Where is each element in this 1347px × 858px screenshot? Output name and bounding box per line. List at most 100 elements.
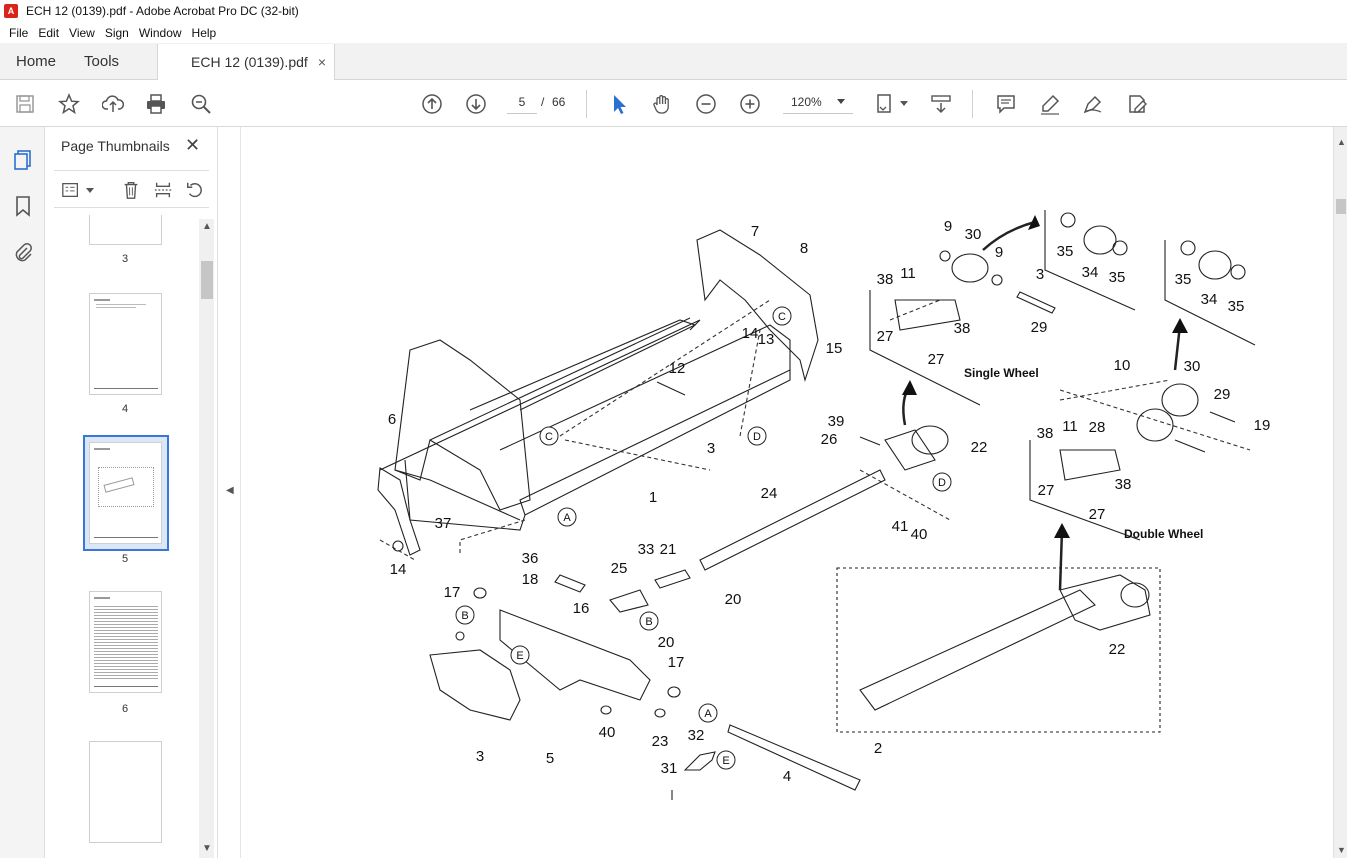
page-separator: / <box>541 95 545 109</box>
callout-e: E <box>722 755 729 767</box>
part-label-40: 40 <box>911 526 928 543</box>
part-label-20: 20 <box>658 634 675 651</box>
part-label-35: 35 <box>1057 243 1074 260</box>
thumbnail-page-5[interactable] <box>89 442 162 544</box>
scroll-thumb[interactable] <box>201 261 213 299</box>
menu-file[interactable]: File <box>9 25 29 40</box>
part-label-27: 27 <box>1089 506 1106 523</box>
thumbnail-page-7[interactable] <box>89 741 162 843</box>
comment-icon[interactable] <box>993 91 1019 117</box>
part-label-30: 30 <box>1184 358 1201 375</box>
thumbnail-label: 5 <box>121 553 129 565</box>
part-label-40: 40 <box>599 724 616 741</box>
part-label-35: 35 <box>1228 298 1245 315</box>
callout-b: B <box>645 616 652 628</box>
panel-close-icon[interactable]: ✕ <box>185 135 201 155</box>
options-menu-icon[interactable] <box>60 179 82 201</box>
hand-icon[interactable] <box>649 91 675 117</box>
select-cursor-icon[interactable] <box>605 91 631 117</box>
double-wheel-label: Double Wheel <box>1124 527 1203 541</box>
panel-collapse-handle[interactable]: ◀ <box>219 127 241 858</box>
prev-page-icon[interactable] <box>419 91 445 117</box>
menu-sign[interactable]: Sign <box>104 25 129 40</box>
save-icon[interactable] <box>12 91 38 117</box>
part-label-5: 5 <box>546 750 554 767</box>
tab-tools[interactable]: Tools <box>84 52 120 70</box>
next-page-icon[interactable] <box>463 91 489 117</box>
scroll-up-icon[interactable]: ▲ <box>202 221 212 232</box>
thumbnail-page-3[interactable] <box>89 215 162 245</box>
thumbnail-label: 3 <box>121 253 129 265</box>
rotate-icon[interactable] <box>184 179 206 201</box>
document-view[interactable]: A C C D D B B E A E Single Wheel Double … <box>241 127 1333 858</box>
panel-toolbar <box>54 170 209 208</box>
part-label-3: 3 <box>707 440 715 457</box>
menu-view[interactable]: View <box>69 25 95 40</box>
zoom-in-icon[interactable] <box>737 91 763 117</box>
scroll-down-icon[interactable]: ▼ <box>1337 845 1346 855</box>
part-label-16: 16 <box>573 600 590 617</box>
tab-document[interactable]: ECH 12 (0139).pdf × <box>157 44 336 80</box>
part-label-21: 21 <box>660 541 677 558</box>
page-fit-icon[interactable] <box>873 91 899 117</box>
thumbnail-page-4[interactable] <box>89 293 162 395</box>
print-icon[interactable] <box>143 91 169 117</box>
insert-pages-icon[interactable] <box>152 179 174 201</box>
menu-help[interactable]: Help <box>191 25 217 40</box>
document-scrollbar[interactable]: ▲ ▼ <box>1333 127 1347 858</box>
toolbar-separator <box>972 90 973 118</box>
collapse-arrow-icon[interactable]: ◀ <box>226 485 234 496</box>
part-label-19: 19 <box>1254 417 1271 434</box>
part-label-3: 3 <box>1036 266 1044 283</box>
part-label-22: 22 <box>1109 641 1126 658</box>
menu-edit[interactable]: Edit <box>38 25 60 40</box>
part-label-38: 38 <box>1115 476 1132 493</box>
part-label-7: 7 <box>751 223 759 240</box>
callout-d: D <box>938 477 946 489</box>
sign-icon[interactable] <box>1080 91 1106 117</box>
part-label-20: 20 <box>725 591 742 608</box>
part-label-27: 27 <box>928 351 945 368</box>
thumbnail-page-6[interactable] <box>89 591 162 693</box>
part-label-4: 4 <box>783 768 791 785</box>
tab-close-icon[interactable]: × <box>317 54 327 70</box>
part-label-28: 28 <box>1089 419 1106 436</box>
part-label-15: 15 <box>826 340 843 357</box>
tab-home[interactable]: Home <box>16 52 57 70</box>
zoom-dropdown[interactable]: 120% <box>783 90 853 114</box>
page-thumbnails-icon[interactable] <box>11 148 35 172</box>
scroll-down-icon[interactable]: ▼ <box>202 843 212 854</box>
upload-icon[interactable] <box>100 91 126 117</box>
callout-a: A <box>563 512 571 524</box>
page-number-input[interactable] <box>507 90 537 114</box>
part-label-11: 11 <box>900 265 916 282</box>
scroll-up-icon[interactable]: ▲ <box>1337 137 1346 147</box>
tab-document-label: ECH 12 (0139).pdf <box>191 54 308 70</box>
panel-title: Page Thumbnails <box>61 138 170 154</box>
part-label-12: 12 <box>669 360 686 377</box>
menu-window[interactable]: Window <box>138 25 182 40</box>
zoom-out-icon[interactable] <box>693 91 719 117</box>
bookmark-star-icon[interactable] <box>56 91 82 117</box>
part-label-17: 17 <box>444 584 461 601</box>
single-wheel-label: Single Wheel <box>964 366 1039 380</box>
delete-icon[interactable] <box>120 179 142 201</box>
bookmarks-icon[interactable] <box>11 194 35 218</box>
edit-pdf-icon[interactable] <box>1124 91 1150 117</box>
scroll-thumb[interactable] <box>1336 199 1346 214</box>
scroll-mode-icon[interactable] <box>928 91 954 117</box>
page-fit-caret-icon[interactable] <box>900 101 908 106</box>
find-zoom-icon[interactable] <box>188 91 214 117</box>
left-rail <box>0 127 45 858</box>
callout-a: A <box>704 708 712 720</box>
part-label-39: 39 <box>828 413 845 430</box>
options-caret-icon[interactable] <box>86 188 94 193</box>
part-label-29: 29 <box>1031 319 1048 336</box>
callout-c: C <box>778 311 786 323</box>
part-label-30: 30 <box>965 226 982 243</box>
attachments-icon[interactable] <box>11 240 35 264</box>
zoom-caret-icon[interactable] <box>837 99 845 104</box>
part-label-38: 38 <box>954 320 971 337</box>
highlight-icon[interactable] <box>1037 91 1063 117</box>
thumbnail-scrollbar[interactable]: ▲ ▼ <box>199 219 214 858</box>
